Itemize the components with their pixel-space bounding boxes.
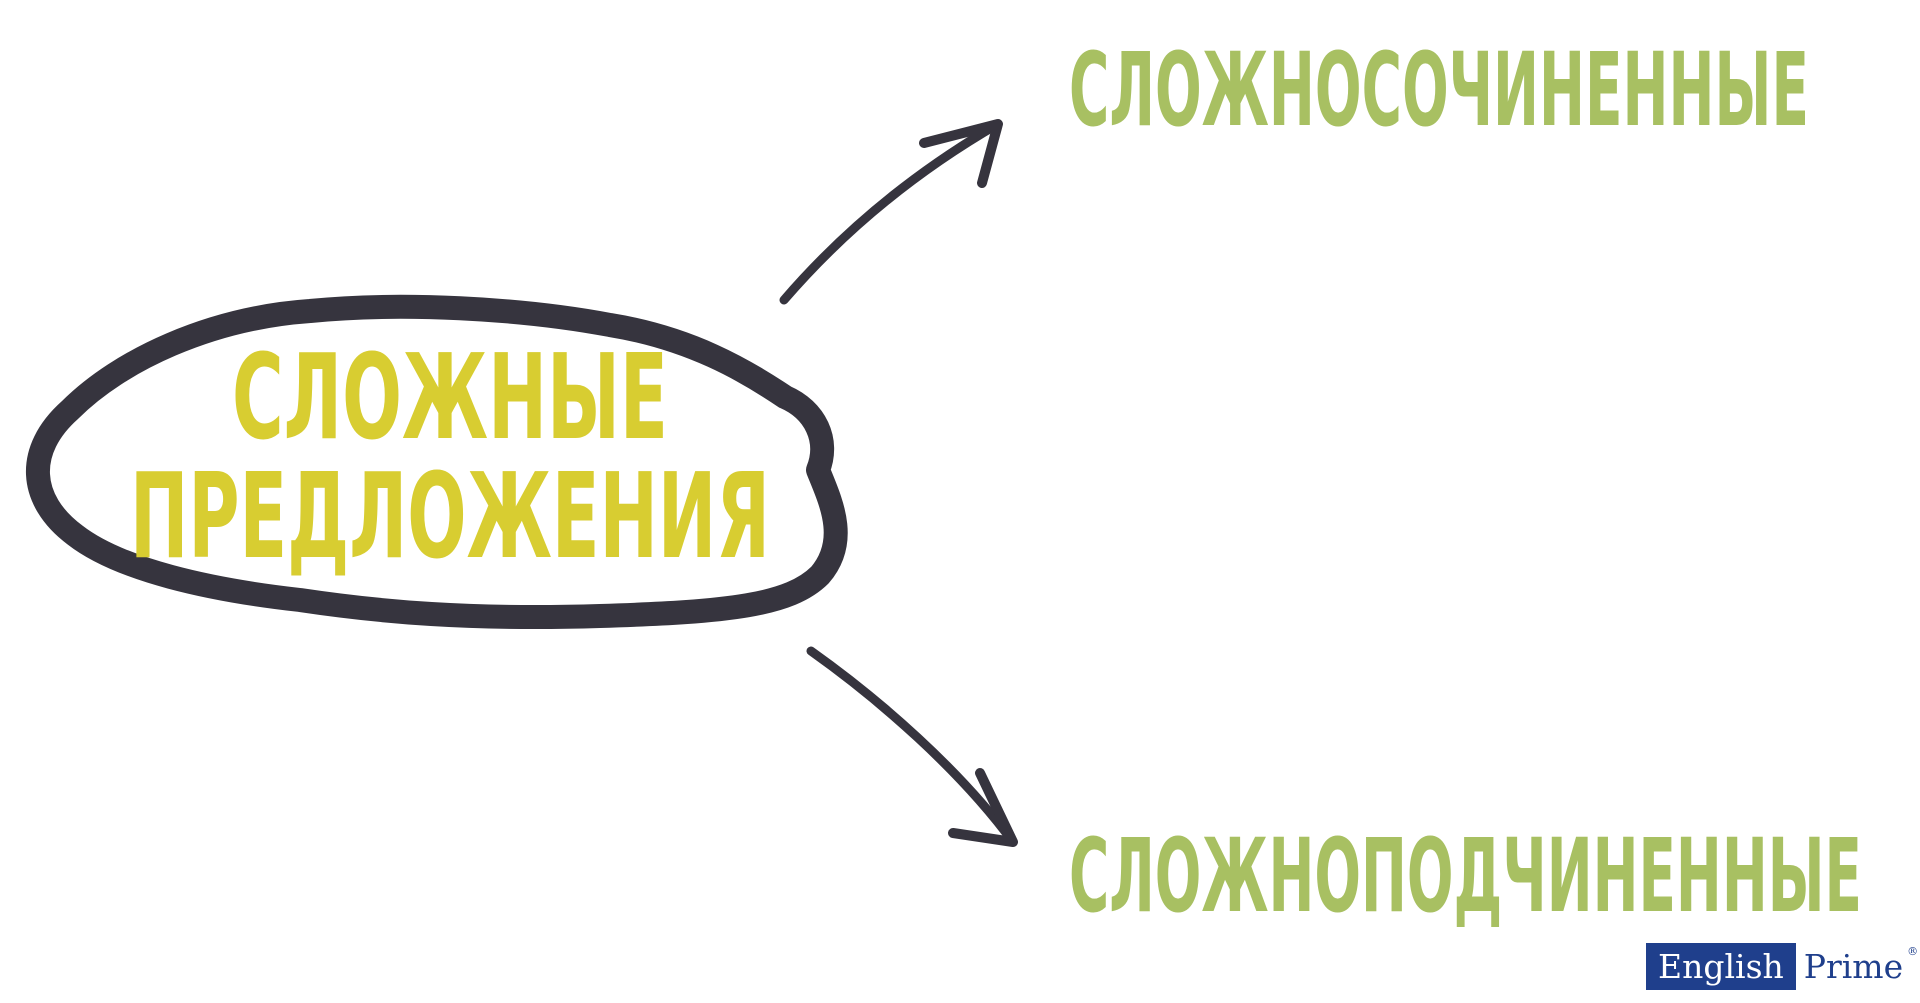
english-prime-logo: English Prime ® xyxy=(1646,943,1918,990)
logo-registered-mark: ® xyxy=(1907,945,1919,958)
logo-english-text: English xyxy=(1646,943,1796,990)
logo-prime-text: Prime xyxy=(1795,943,1908,990)
top-branch-label: СЛОЖНОСОЧИНЕННЫЕ xyxy=(1069,31,1809,150)
center-label-line2: ПРЕДЛОЖЕНИЯ xyxy=(130,447,770,585)
hand-drawn-ellipse xyxy=(25,294,848,630)
curved-arrow-up-right-icon xyxy=(779,119,1003,305)
bottom-branch-label: СЛОЖНОПОДЧИНЕННЫЕ xyxy=(1069,817,1862,936)
center-label-line1: СЛОЖНЫЕ xyxy=(232,328,668,466)
curved-arrow-down-right-icon xyxy=(806,646,1018,847)
